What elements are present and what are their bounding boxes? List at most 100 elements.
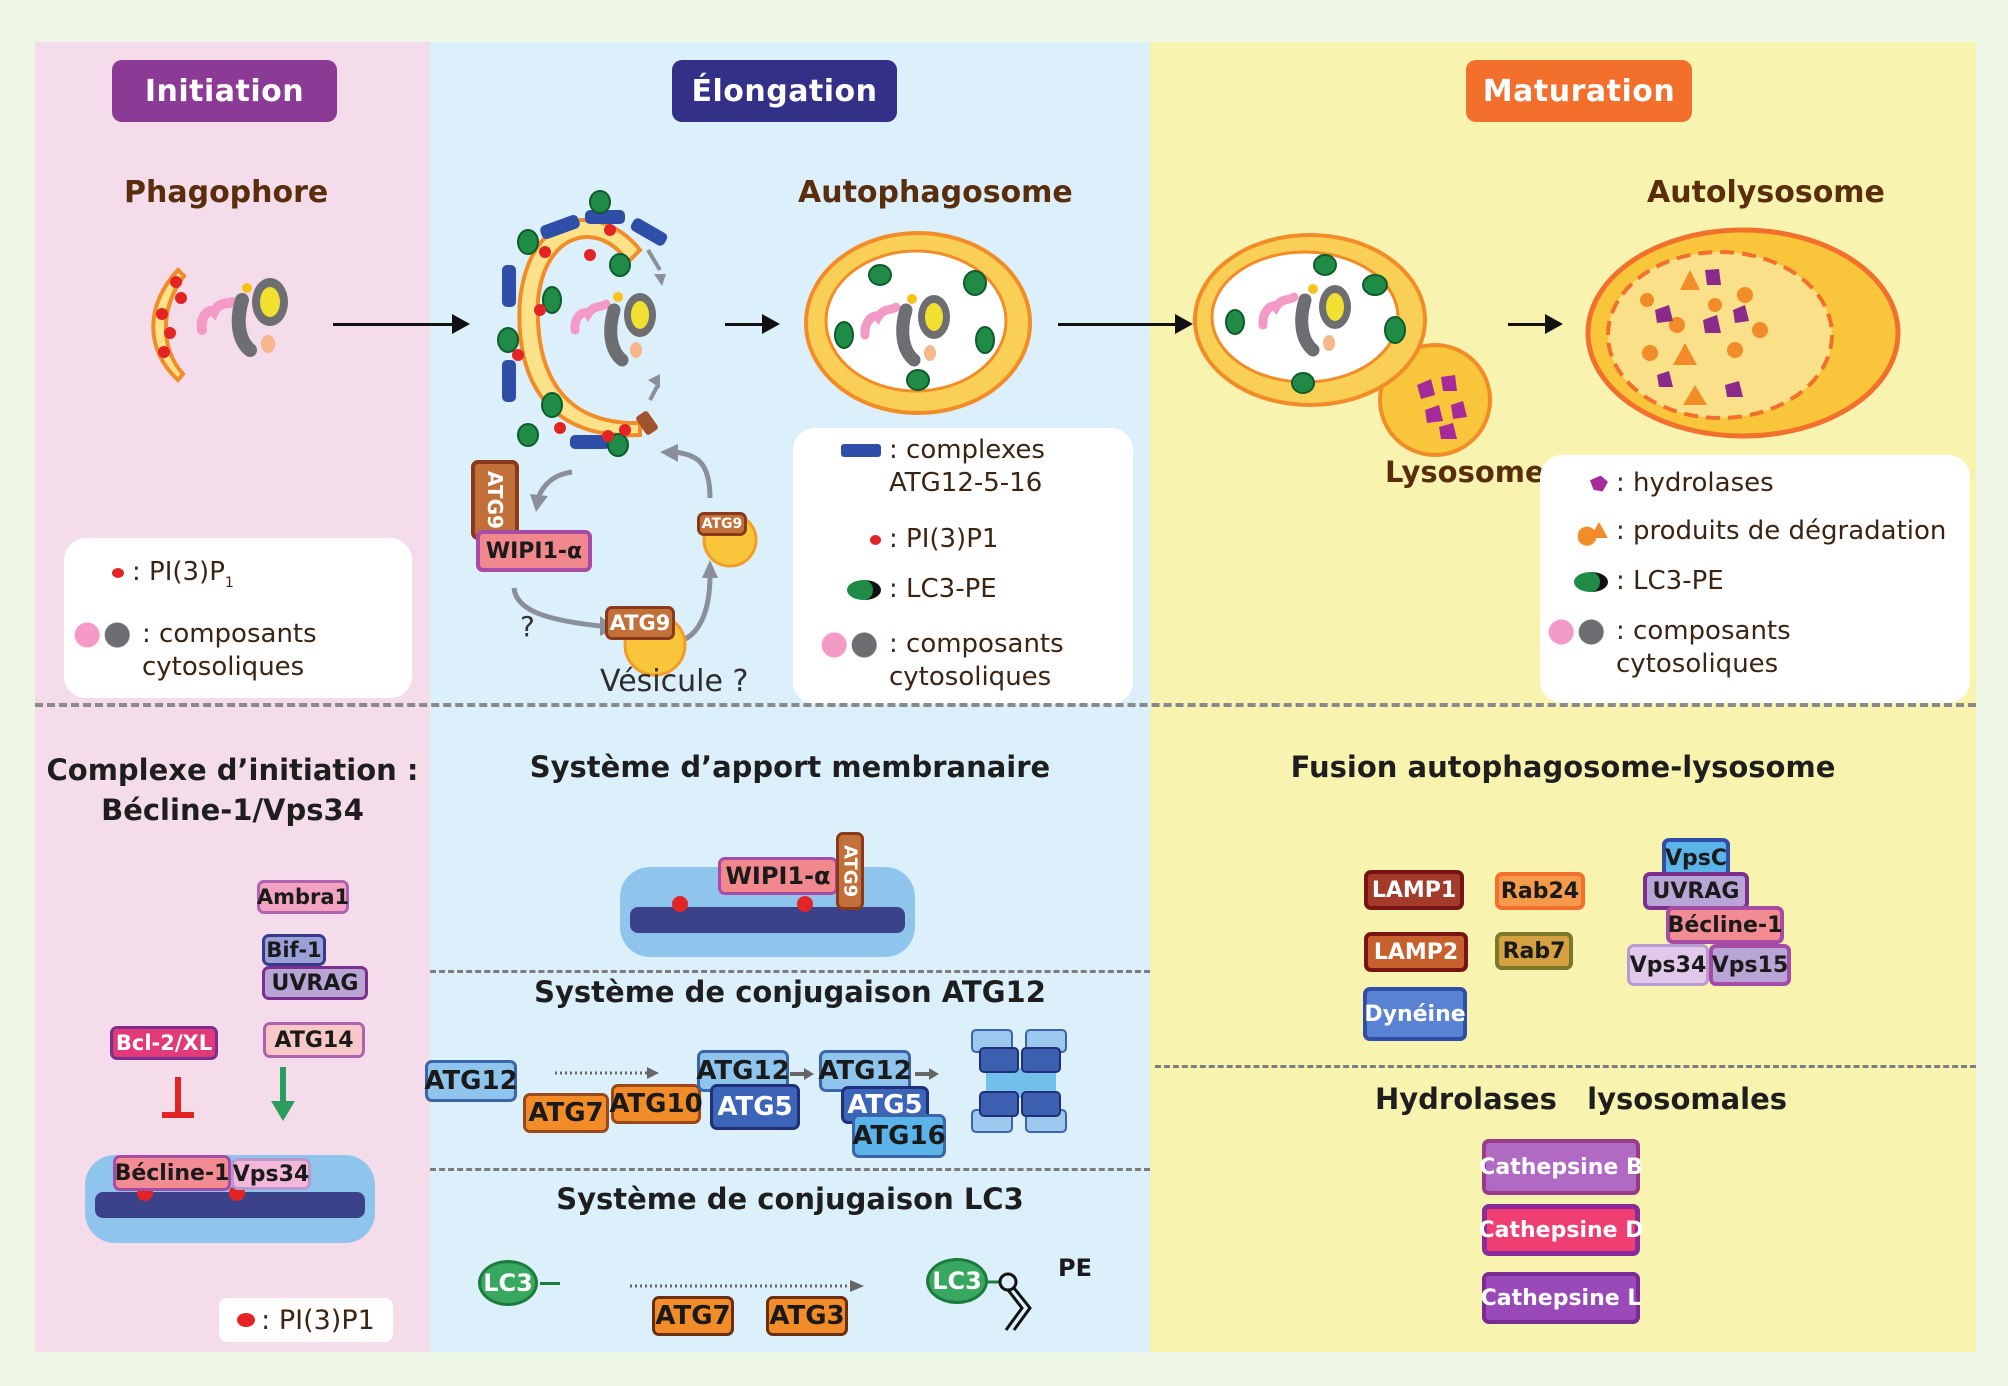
cytosolic-components-icon (196, 278, 288, 357)
section-divider (35, 703, 1976, 707)
rab7-tag: Rab7 (1495, 932, 1573, 970)
atg9-cycle-arrows (511, 444, 718, 646)
maturation-divider (1155, 1065, 1976, 1068)
degradation-products-icon (1578, 517, 1608, 546)
cathepsin-b-tag: Cathepsine B (1479, 1139, 1643, 1195)
arrow-head-icon (762, 314, 780, 334)
arrow-head-icon (452, 314, 470, 334)
ambra1-tag: Ambra1 (257, 880, 349, 914)
arrow-fusion-to-autolysosome (1508, 323, 1548, 326)
arrow-head-icon (1545, 314, 1563, 334)
cytosolic-components-icon (821, 626, 881, 663)
legend-hydrolases-text: : hydrolases (1616, 468, 1774, 498)
legend-lc3pe-text: : LC3-PE (889, 574, 997, 604)
atg12-5-16-multimer (971, 1029, 1067, 1133)
phagophore-title: Phagophore (124, 175, 329, 210)
hydrolases-title: Hydrolases lysosomales (1375, 1082, 1788, 1116)
vps34-fusion-tag: Vps34 (1627, 944, 1709, 986)
lc3-system-title: Système de conjugaison LC3 (556, 1182, 1024, 1216)
pi3p-dot-icon (237, 1313, 256, 1327)
vps34-tag: Vps34 (231, 1158, 311, 1190)
uvrag-tag: UVRAG (262, 966, 368, 1000)
initiation-pi3p-legend: : PI(3)P1 (219, 1298, 393, 1342)
lc3-pe-tag: LC3 (926, 1258, 988, 1304)
question-mark: ? (520, 610, 535, 643)
membrane-supply-title: Système d’apport membranaire (529, 750, 1051, 784)
vesicle-label: Vésicule ? (600, 664, 749, 699)
atg7-tag: ATG7 (523, 1093, 609, 1133)
legend-pi3p-text: : PI(3)P (132, 557, 225, 587)
lc3-pe-icon (1574, 571, 1608, 592)
arrow-atg12-c (915, 1068, 939, 1080)
rab24-tag: Rab24 (1495, 872, 1585, 910)
legend-complexes-text: : complexes ATG12-5-16 (889, 435, 1045, 498)
hydrolase-icon (1590, 475, 1608, 492)
initiation-complex-title: Complexe d’initiation : Bécline-1/Vps34 (35, 750, 430, 830)
wipi1-alpha-tag: WIPI1-α (476, 530, 592, 572)
legend-pi3p-text: : PI(3)P1 (889, 524, 999, 554)
lamp1-tag: LAMP1 (1364, 870, 1464, 910)
elongation-legend: : complexes ATG12-5-16 : PI(3)P1 : LC3-P… (793, 428, 1133, 704)
lamp2-tag: LAMP2 (1364, 932, 1468, 972)
legend-cytosolic-text: : composants cytosoliques (1616, 616, 1791, 679)
legend-pi3p-subscript: 1 (224, 575, 234, 591)
autolysosome-title: Autolysosome (1647, 175, 1885, 210)
arrow-head-icon (1175, 314, 1193, 334)
initiation-pi3p-text: : PI(3)P1 (261, 1304, 375, 1336)
cytosolic-components-icon (74, 616, 134, 653)
pe-label: PE (1058, 1254, 1092, 1282)
arrow-elongation-to-autophagosome (725, 323, 765, 326)
inhibition-arrow (162, 1077, 194, 1118)
atg9-membrane-supply-tag: ATG9 (836, 832, 864, 910)
atg3-tag: ATG3 (766, 1296, 848, 1336)
initiation-stage-label: Initiation (112, 60, 337, 122)
pe-lipid-icon (988, 1272, 1032, 1331)
arrow-atg12-b (790, 1068, 814, 1080)
phagophore-illustration (151, 267, 288, 383)
cytosolic-components-icon (860, 294, 950, 367)
uvrag-fusion-tag: UVRAG (1643, 872, 1749, 910)
atg9-membrane-tag: ATG9 (471, 460, 519, 540)
arrow-phagophore-to-elongation (333, 323, 455, 326)
bcl2-xl-tag: Bcl-2/XL (110, 1026, 218, 1060)
autophagosome-title: Autophagosome (798, 175, 1073, 210)
becline1-tag: Bécline-1 (113, 1155, 231, 1191)
lc3-pe-icon (847, 579, 881, 600)
fusion-illustration (1193, 233, 1492, 457)
atg16-tag: ATG16 (852, 1114, 946, 1158)
lysosome-title: Lysosome (1385, 455, 1545, 489)
atg12-5-16-complex-icon (841, 444, 881, 457)
fusion-title: Fusion autophagosome-lysosome (1290, 750, 1836, 784)
legend-degradation-text: : produits de dégradation (1616, 516, 1947, 546)
arrow-autophagosome-to-fusion (1058, 323, 1178, 326)
maturation-legend: : hydrolases : produits de dégradation :… (1540, 455, 1970, 703)
becline1-fusion-tag: Bécline-1 (1666, 906, 1784, 944)
cytosolic-components-icon (1258, 284, 1351, 357)
lc3-bond (540, 1282, 560, 1285)
atg12-system-title: Système de conjugaison ATG12 (534, 975, 1046, 1009)
dotted-arrow-lc3 (630, 1280, 864, 1292)
atg9-vesicle-right-tag: ATG9 (697, 512, 747, 536)
elongation-divider-2 (430, 1168, 1150, 1171)
autophagosome-illustration (804, 231, 1032, 415)
atg12-b-tag: ATG12 (696, 1050, 790, 1092)
elongation-divider-1 (430, 970, 1150, 973)
autolysosome-illustration (1585, 227, 1901, 439)
legend-lc3pe-text: : LC3-PE (1616, 566, 1724, 596)
initiation-complex-title-line1: Complexe d’initiation : (46, 753, 419, 787)
pi3p-dot-icon (112, 567, 124, 578)
elongating-phagophore-illustration (497, 190, 668, 457)
dynein-tag: Dynéine (1363, 987, 1467, 1041)
pi3p-dot-icon (870, 534, 881, 545)
atg5-b-tag: ATG5 (710, 1084, 800, 1130)
cytosolic-components-icon (570, 292, 656, 367)
lc3-tag: LC3 (478, 1260, 538, 1306)
cathepsin-d-tag: Cathepsine D (1479, 1204, 1644, 1256)
dotted-arrow-atg12 (555, 1067, 659, 1079)
atg14-tag: ATG14 (263, 1022, 365, 1058)
wipi1-alpha-membrane-tag: WIPI1-α (718, 857, 838, 895)
elongation-stage-label: Élongation (672, 60, 897, 122)
legend-cytosolic-text: : composants cytosoliques (142, 619, 317, 682)
vps15-tag: Vps15 (1709, 944, 1791, 986)
